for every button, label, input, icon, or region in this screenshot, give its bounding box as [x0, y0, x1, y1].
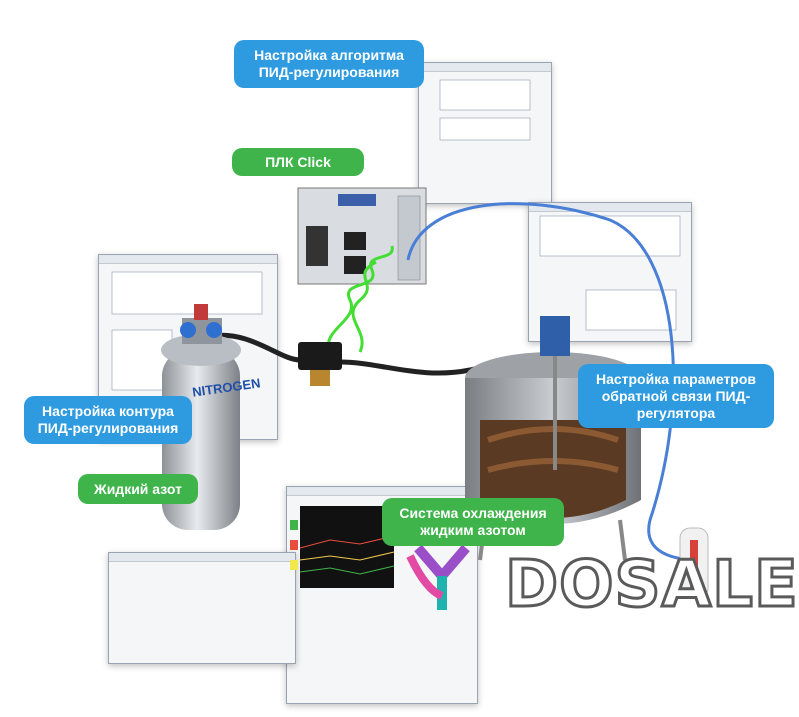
- window-diagram-blocks: [111, 79, 681, 391]
- solenoid-valve: [298, 342, 342, 386]
- label-liquid-nitrogen: Жидкий азот: [78, 474, 198, 504]
- label-pid-loop: Настройка контура ПИД-регулирования: [24, 396, 192, 444]
- watermark-text: DOSALE: [504, 547, 799, 624]
- address-picker-window: [108, 552, 296, 664]
- label-cooling: Система охлаждения жидким азотом: [382, 498, 564, 546]
- label-plc: ПЛК Click: [232, 148, 364, 176]
- label-pid-algorithm: Настройка алгоритма ПИД-регулирования: [234, 40, 424, 88]
- feedback-cable: [406, 202, 701, 562]
- thermometer: [679, 527, 709, 599]
- signal-coil: [326, 245, 394, 353]
- label-feedback: Настройка параметров обратной связи ПИД-…: [578, 364, 774, 428]
- plc-device: [297, 187, 427, 285]
- chart-panel: [290, 506, 395, 588]
